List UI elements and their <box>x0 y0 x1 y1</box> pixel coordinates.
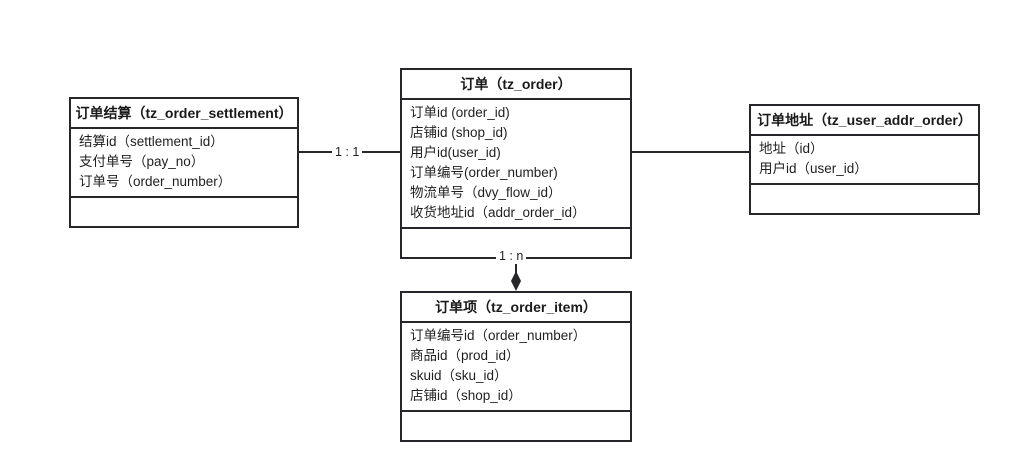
attribute-row: 订单编号(order_number) <box>410 165 558 180</box>
entity-footer-tz-user-addr-order <box>751 185 978 213</box>
entity-title-tz-order: 订单（tz_order） <box>402 70 630 100</box>
entity-attributes-tz-user-addr-order: 地址（id） 用户id（user_id） <box>751 136 978 185</box>
cardinality-label-settlement-order: 1 : 1 <box>332 144 363 160</box>
attribute-row: 订单号（order_number） <box>79 174 232 189</box>
attribute-row: 支付单号（pay_no） <box>79 154 205 169</box>
attribute-row: 用户id(user_id) <box>410 145 501 160</box>
entity-attributes-tz-order-settlement: 结算id（settlement_id） 支付单号（pay_no） 订单号（ord… <box>71 129 297 198</box>
entity-tz-order-settlement[interactable]: 订单结算（tz_order_settlement） 结算id（settlemen… <box>69 97 299 228</box>
attribute-row: 物流单号（dvy_flow_id） <box>410 185 562 200</box>
entity-tz-order[interactable]: 订单（tz_order） 订单id (order_id) 店铺id (shop_… <box>400 68 632 259</box>
attribute-row: 店铺id（shop_id） <box>410 388 522 403</box>
entity-footer-tz-order-settlement <box>71 198 297 226</box>
attribute-row: 商品id（prod_id） <box>410 348 520 363</box>
attribute-row: 订单id (order_id) <box>410 105 510 120</box>
connector-order-to-address[interactable] <box>632 151 749 153</box>
attribute-row: 地址（id） <box>759 141 824 156</box>
filled-diamond-arrow-icon <box>511 271 521 291</box>
attribute-row: 订单编号id（order_number） <box>410 328 587 343</box>
attribute-row: 收货地址id（addr_order_id） <box>410 205 586 220</box>
attribute-row: 结算id（settlement_id） <box>79 134 224 149</box>
attribute-row: skuid（sku_id） <box>410 368 508 383</box>
entity-attributes-tz-order-item: 订单编号id（order_number） 商品id（prod_id） skuid… <box>402 323 630 412</box>
entity-tz-order-item[interactable]: 订单项（tz_order_item） 订单编号id（order_number） … <box>400 291 632 442</box>
entity-title-tz-order-settlement: 订单结算（tz_order_settlement） <box>71 99 297 129</box>
entity-footer-tz-order-item <box>402 412 630 440</box>
attribute-row: 用户id（user_id） <box>759 161 868 176</box>
attribute-row: 店铺id (shop_id) <box>410 125 508 140</box>
entity-title-tz-order-item: 订单项（tz_order_item） <box>402 293 630 323</box>
cardinality-label-order-item: 1 : n <box>496 248 527 264</box>
entity-title-tz-user-addr-order: 订单地址（tz_user_addr_order） <box>751 106 978 136</box>
entity-tz-user-addr-order[interactable]: 订单地址（tz_user_addr_order） 地址（id） 用户id（use… <box>749 104 980 215</box>
entity-attributes-tz-order: 订单id (order_id) 店铺id (shop_id) 用户id(user… <box>402 100 630 229</box>
